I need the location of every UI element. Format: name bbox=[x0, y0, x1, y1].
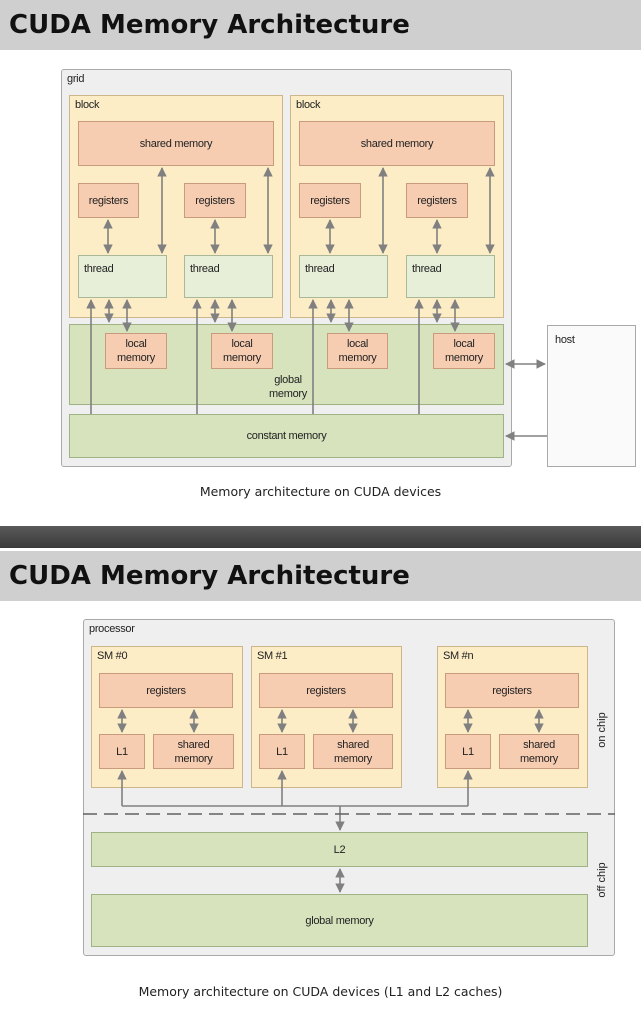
grid-label: grid bbox=[67, 73, 85, 85]
shared-memory-sm-1: shared memory bbox=[313, 734, 393, 769]
slide-separator bbox=[0, 526, 641, 548]
host-label: host bbox=[555, 334, 575, 346]
slide2-caption: Memory architecture on CUDA devices (L1 … bbox=[138, 984, 503, 999]
processor-label: processor bbox=[89, 623, 135, 635]
l1-sm-1: L1 bbox=[259, 734, 305, 769]
registers-thread-4: registers bbox=[406, 183, 468, 218]
shared-memory-block-1: shared memory bbox=[78, 121, 274, 166]
thread-3: thread bbox=[299, 255, 388, 298]
block-label: block bbox=[75, 99, 100, 111]
registers-sm-0: registers bbox=[99, 673, 233, 708]
local-memory-4: local memory bbox=[433, 333, 495, 369]
global-memory-label: global memory bbox=[269, 374, 307, 400]
host-box: host bbox=[547, 325, 636, 467]
registers-sm-1: registers bbox=[259, 673, 393, 708]
off-chip-label: off chip bbox=[596, 862, 608, 898]
shared-memory-block-2: shared memory bbox=[299, 121, 495, 166]
shared-memory-sm-0: shared memory bbox=[153, 734, 234, 769]
thread-label: thread bbox=[190, 263, 220, 275]
registers-thread-2: registers bbox=[184, 183, 246, 218]
registers-sm-n: registers bbox=[445, 673, 579, 708]
on-chip-label: on chip bbox=[596, 712, 608, 748]
slide1-title: CUDA Memory Architecture bbox=[0, 0, 641, 50]
thread-2: thread bbox=[184, 255, 273, 298]
thread-1: thread bbox=[78, 255, 167, 298]
block-label: block bbox=[296, 99, 321, 111]
sm-label: SM #1 bbox=[257, 650, 288, 662]
thread-label: thread bbox=[412, 263, 442, 275]
registers-thread-3: registers bbox=[299, 183, 361, 218]
local-memory-3: local memory bbox=[327, 333, 388, 369]
l1-sm-n: L1 bbox=[445, 734, 491, 769]
thread-label: thread bbox=[305, 263, 335, 275]
sm-label: SM #0 bbox=[97, 650, 128, 662]
constant-memory-box: constant memory bbox=[69, 414, 504, 458]
l1-sm-0: L1 bbox=[99, 734, 145, 769]
l2-box: L2 bbox=[91, 832, 588, 867]
slide2-title: CUDA Memory Architecture bbox=[0, 551, 641, 601]
registers-thread-1: registers bbox=[78, 183, 139, 218]
slide1-caption: Memory architecture on CUDA devices bbox=[199, 484, 442, 499]
sm-label: SM #n bbox=[443, 650, 474, 662]
shared-memory-sm-n: shared memory bbox=[499, 734, 579, 769]
global-memory-box-2: global memory bbox=[91, 894, 588, 947]
local-memory-1: local memory bbox=[105, 333, 167, 369]
local-memory-2: local memory bbox=[211, 333, 273, 369]
thread-4: thread bbox=[406, 255, 495, 298]
thread-label: thread bbox=[84, 263, 114, 275]
